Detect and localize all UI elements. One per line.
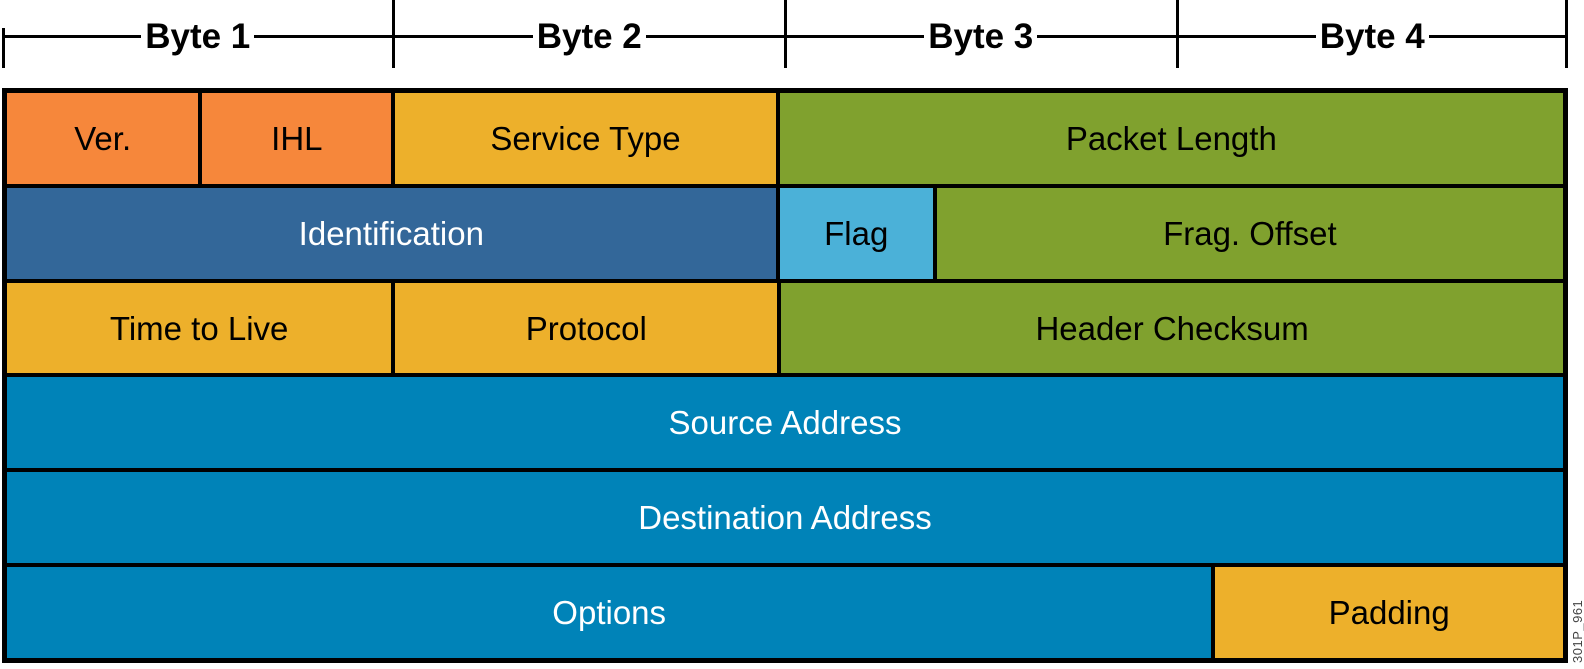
field-options: Options — [7, 567, 1212, 658]
header-row-1: Ver. IHL Service Type Packet Length — [7, 93, 1563, 184]
byte-segment-3: Byte 3 — [785, 0, 1177, 68]
header-row-5: Destination Address — [7, 468, 1563, 564]
field-destination-address: Destination Address — [7, 472, 1563, 564]
field-packet-length: Packet Length — [775, 93, 1563, 184]
byte-label-4: Byte 4 — [1319, 16, 1425, 56]
ruler-line — [645, 34, 785, 38]
byte-segment-2: Byte 2 — [393, 0, 785, 68]
byte-ruler: Byte 1 Byte 2 Byte 3 Byte 4 — [2, 0, 1568, 68]
field-service-type: Service Type — [391, 93, 776, 184]
ruler-line — [1037, 34, 1177, 38]
field-protocol: Protocol — [391, 282, 778, 374]
field-time-to-live: Time to Live — [7, 282, 392, 374]
field-identification: Identification — [7, 187, 776, 279]
ruler-line — [1176, 34, 1316, 38]
field-version: Ver. — [7, 93, 199, 184]
ruler-line — [785, 34, 925, 38]
byte-label-3: Byte 3 — [928, 16, 1034, 56]
figure-id-watermark: 301P_961 — [1570, 599, 1584, 663]
ruler-line — [254, 34, 394, 38]
ruler-line — [2, 34, 142, 38]
byte-segment-4: Byte 4 — [1176, 0, 1568, 68]
byte-label-2: Byte 2 — [536, 16, 642, 56]
byte-tick — [1176, 0, 1179, 68]
header-row-2: Identification Flag Frag. Offset — [7, 183, 1563, 279]
header-row-3: Time to Live Protocol Header Checksum — [7, 278, 1563, 374]
packet-header-table: Ver. IHL Service Type Packet Length Iden… — [2, 88, 1568, 663]
byte-tick — [2, 28, 5, 68]
field-padding: Padding — [1211, 567, 1563, 658]
byte-tick — [1565, 0, 1568, 68]
field-flag: Flag — [775, 187, 933, 279]
byte-label-1: Byte 1 — [145, 16, 251, 56]
ruler-line — [1428, 34, 1568, 38]
header-row-6: Options Padding — [7, 563, 1563, 658]
byte-tick — [392, 0, 395, 68]
field-frag-offset: Frag. Offset — [932, 187, 1563, 279]
field-ihl: IHL — [198, 93, 392, 184]
field-source-address: Source Address — [7, 377, 1563, 469]
byte-tick — [784, 0, 787, 68]
byte-segment-1: Byte 1 — [2, 0, 394, 68]
ruler-line — [393, 34, 533, 38]
header-row-4: Source Address — [7, 373, 1563, 469]
field-header-checksum: Header Checksum — [777, 282, 1563, 374]
